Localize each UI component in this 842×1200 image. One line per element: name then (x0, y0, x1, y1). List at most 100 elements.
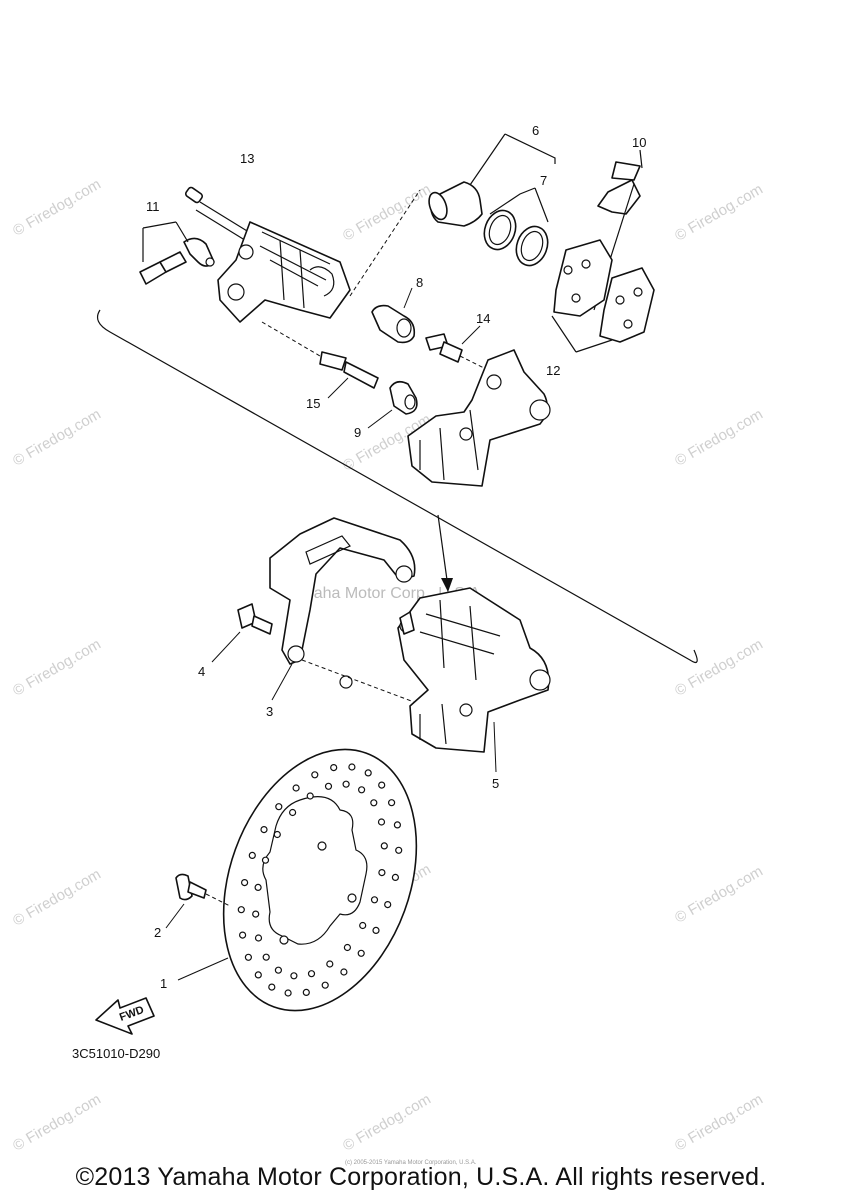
vent-hole (340, 968, 348, 976)
vent-hole (377, 818, 386, 826)
vent-hole (358, 786, 366, 794)
callout-4: 4 (198, 664, 205, 679)
part-4-bolt (237, 603, 273, 635)
vent-hole (306, 792, 314, 800)
part-9-leader (367, 409, 393, 429)
part-5-leader (493, 721, 497, 773)
vent-hole (268, 983, 276, 991)
vent-hole (372, 926, 380, 935)
caliper-body-upper (217, 221, 351, 323)
part-8-leader (403, 287, 413, 309)
assembly-arrow-head (441, 578, 453, 592)
piston-axis (349, 189, 421, 297)
part-4-leader (211, 631, 241, 663)
vent-hole (378, 781, 386, 789)
part-12-leader (551, 315, 613, 353)
assembly-bracket-line (97, 309, 698, 663)
vent-hole (378, 868, 386, 877)
vent-hole (254, 971, 262, 979)
vent-hole (393, 821, 401, 829)
part-7-seals (483, 209, 549, 267)
callout-3: 3 (266, 704, 273, 719)
assembly-arrow (437, 514, 448, 581)
copyright-notice: ©2013 Yamaha Motor Corporation, U.S.A. A… (75, 1163, 767, 1191)
vent-hole (395, 846, 403, 854)
bolt-axis (301, 659, 415, 703)
caliper-bracket-upper (407, 349, 551, 487)
diagram-code: 3C51010-D290 (72, 1046, 161, 1061)
part-6-leader (469, 133, 556, 186)
vent-hole (254, 934, 263, 942)
part-1-brake-disc (222, 748, 418, 1012)
vent-hole (261, 856, 270, 864)
callout-10: 10 (632, 135, 646, 150)
fwd-arrow-icon: FWD (95, 997, 155, 1035)
vent-hole (273, 830, 281, 839)
vent-hole (324, 782, 333, 790)
callout-6: 6 (532, 123, 539, 138)
part-3-leader (271, 663, 293, 701)
part-1-leader (177, 957, 229, 981)
part-15-leader (327, 377, 349, 399)
vent-hole (252, 910, 260, 918)
vent-hole (262, 953, 270, 961)
vent-hole (391, 873, 399, 882)
brake-disc-vent-holes (237, 763, 403, 997)
part-14-slide-pin (425, 333, 493, 373)
vent-hole (380, 842, 388, 850)
part-14-leader (461, 325, 481, 345)
part-6-piston (428, 181, 483, 227)
part-2-leader (165, 903, 185, 929)
part-15-slide-pin (261, 321, 379, 389)
callout-7: 7 (540, 173, 547, 188)
callout-1: 1 (160, 976, 167, 991)
callout-5: 5 (492, 776, 499, 791)
callout-9: 9 (354, 425, 361, 440)
part-8-bushing (371, 304, 416, 344)
part-7-leader (489, 187, 549, 223)
callout-2: 2 (154, 925, 161, 940)
vent-hole (248, 851, 256, 860)
vent-hole (384, 900, 392, 909)
vent-hole (292, 784, 300, 792)
vent-hole (290, 972, 298, 980)
vent-hole (321, 981, 329, 989)
tiny-notice: (c) 2005-2015 Yamaha Motor Corporation, … (345, 1160, 477, 1166)
vent-hole (275, 803, 283, 811)
part-13-pin (184, 186, 253, 243)
vent-hole (284, 989, 292, 997)
vent-hole (260, 825, 268, 834)
vent-hole (326, 960, 334, 968)
vent-hole (343, 943, 351, 952)
vent-hole (348, 763, 356, 771)
vent-hole (307, 970, 316, 978)
vent-hole (289, 808, 297, 817)
vent-hole (388, 799, 396, 807)
vent-hole (302, 988, 310, 997)
part-10-pad-spring (597, 149, 643, 215)
vent-hole (342, 780, 350, 788)
vent-hole (364, 769, 372, 777)
vent-hole (359, 921, 367, 930)
callout-15: 15 (306, 396, 320, 411)
part-3-bracket (269, 517, 416, 665)
vent-hole (370, 896, 379, 904)
callout-13: 13 (240, 151, 254, 166)
vent-hole (370, 799, 378, 807)
part-11-bleed-screw (139, 237, 215, 285)
callout-14: 14 (476, 311, 490, 326)
callout-11: 11 (146, 199, 160, 214)
part-5-caliper-assembly (397, 587, 551, 753)
vent-hole (239, 931, 247, 939)
part-11-leader (142, 221, 189, 262)
callout-12: 12 (546, 363, 560, 378)
vent-hole (330, 763, 338, 772)
small-washer (339, 675, 353, 689)
part-9-bushing (389, 380, 418, 415)
callout-8: 8 (416, 275, 423, 290)
part-2-disc-bolt (175, 873, 231, 907)
vent-hole (357, 949, 365, 957)
vent-hole (241, 878, 249, 887)
part-12-brake-pads (553, 239, 655, 343)
